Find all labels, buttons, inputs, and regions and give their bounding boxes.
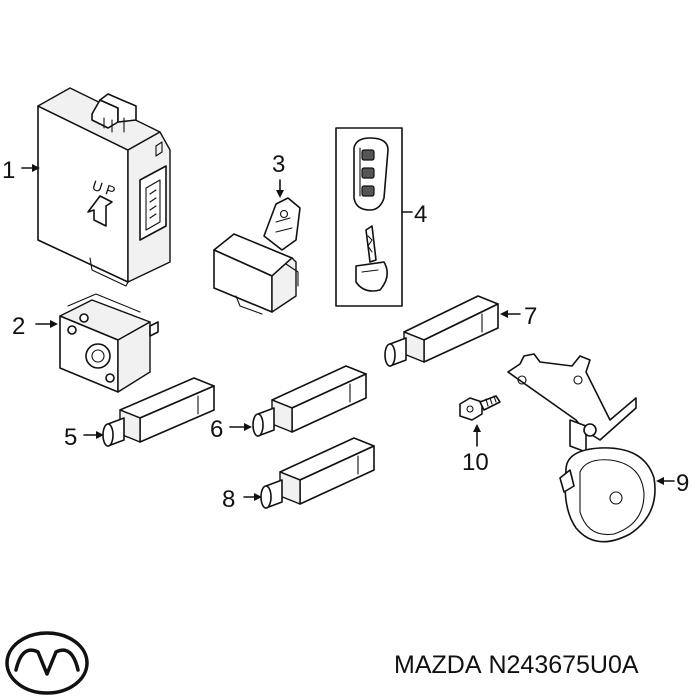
part-8-antenna: [260, 437, 375, 509]
module-up-marking: U P: [90, 177, 117, 199]
part-5-antenna: [102, 377, 215, 447]
part-10-bolt: [459, 395, 501, 421]
part-1-control-module: [37, 87, 171, 287]
mazda-logo-icon: [5, 631, 89, 695]
part-6-antenna: [252, 365, 367, 437]
part-2-sensor: [59, 293, 159, 393]
callout-6: 6: [210, 416, 223, 443]
part-caption: MAZDA N243675U0A: [394, 651, 694, 685]
callout-5: 5: [64, 424, 77, 451]
callout-9: 9: [676, 470, 689, 497]
callout-3: 3: [272, 151, 285, 178]
callout-4: 4: [414, 201, 427, 228]
brand-name: MAZDA: [394, 651, 482, 679]
part-3-relay: [213, 197, 301, 315]
callout-leaders: [21, 164, 675, 501]
callout-8: 8: [222, 486, 235, 513]
part-7-antenna: [384, 295, 499, 367]
part-4-key-set: [335, 127, 403, 307]
callout-10: 10: [462, 449, 489, 476]
callout-2: 2: [12, 313, 25, 340]
callout-7: 7: [524, 303, 537, 330]
part-9-horn: [507, 353, 656, 543]
callout-1: 1: [2, 157, 15, 184]
part-number: N243675U0A: [488, 651, 639, 679]
